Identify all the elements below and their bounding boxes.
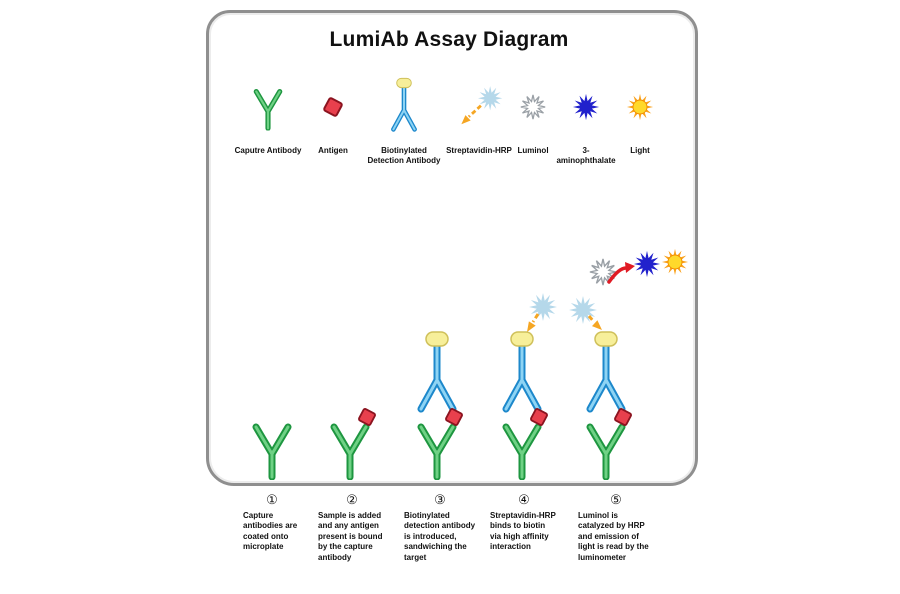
legend-item-light: Light <box>613 70 667 156</box>
legend-label: Streptavidin-HRP <box>446 146 512 155</box>
step-4-number: ④ <box>518 492 530 507</box>
step-1-number: ① <box>266 492 278 507</box>
legend-item-aminophthalate: 3-aminophthalate <box>553 70 619 166</box>
detection-antibody-icon <box>384 70 424 144</box>
page-title: LumiAb Assay Diagram <box>329 28 569 51</box>
step-1-caption: Capture antibodies are coated onto micro… <box>243 511 298 552</box>
legend-item-capture-antibody: Caputre Antibody <box>233 70 303 156</box>
step-3-number: ③ <box>434 492 446 507</box>
legend-item-streptavidin-hrp: Streptavidin-HRP <box>443 70 515 156</box>
detection-antibody-icon <box>421 332 453 409</box>
legend-label: Caputre Antibody <box>234 146 302 155</box>
light-icon <box>626 70 654 144</box>
capture-antibody-icon <box>590 427 622 477</box>
capture-antibody-icon <box>421 427 453 477</box>
step-5-assembly <box>569 248 689 480</box>
light-icon <box>661 248 689 276</box>
legend-label: Light <box>630 146 650 155</box>
step-4-caption: Streptavidin-HRP binds to biotin via hig… <box>490 511 556 552</box>
step-2-caption: Sample is added and any antigen present … <box>318 511 383 562</box>
antigen-icon <box>613 407 633 427</box>
legend-item-antigen: Antigen <box>303 70 363 156</box>
binding-arrow-icon <box>527 313 540 332</box>
step-5-caption: Luminol is catalyzed by HRP and emission… <box>578 511 649 562</box>
antigen-icon <box>321 70 345 144</box>
detection-antibody-icon <box>590 332 622 409</box>
legend-label: Luminol <box>517 146 549 155</box>
step-2-number: ② <box>346 492 358 507</box>
luminol-icon <box>520 70 546 144</box>
luminol-icon <box>589 258 617 286</box>
reaction-arrow-icon <box>607 262 635 284</box>
legend-label: Antigen <box>318 146 348 155</box>
streptavidin-hrp-icon <box>569 296 597 324</box>
capture-antibody-icon <box>246 70 290 144</box>
step-4-assembly <box>452 293 557 480</box>
capture-antibody-icon <box>256 427 288 477</box>
legend-label: Biotinylated Detection Antibody <box>367 146 441 165</box>
binding-arrow-icon <box>587 315 602 330</box>
legend-item-luminol: Luminol <box>507 70 559 156</box>
step-5-number: ⑤ <box>610 492 622 507</box>
aminophthalate-icon <box>633 250 661 278</box>
capture-antibody-icon <box>334 427 366 477</box>
antigen-icon <box>357 407 377 427</box>
legend-item-detection-antibody: Biotinylated Detection Antibody <box>363 70 445 166</box>
streptavidin-hrp-icon <box>453 70 505 144</box>
step-3-caption: Biotinylated detection antibody is intro… <box>404 511 476 562</box>
aminophthalate-icon <box>572 70 600 144</box>
legend-label: 3-aminophthalate <box>556 146 616 165</box>
